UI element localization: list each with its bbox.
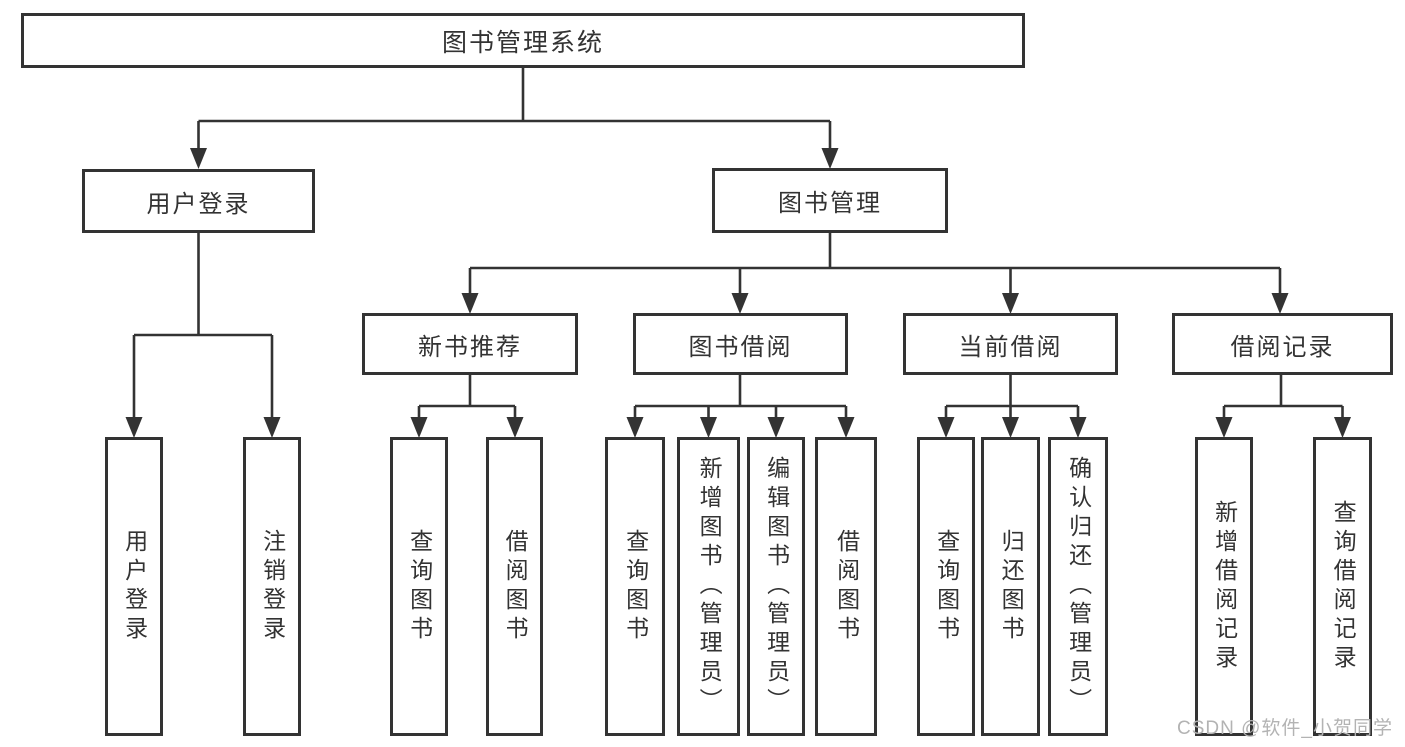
leaf-return-books-label: 归还图书 xyxy=(998,528,1025,645)
leaf-query-borrow-record: 查询借阅记录 xyxy=(1313,437,1372,736)
leaf-query-books-recommend: 查询图书 xyxy=(390,437,448,736)
leaf-add-borrow-record-label: 新增借阅记录 xyxy=(1211,499,1238,674)
node-book-management-label: 图书管理 xyxy=(778,190,882,217)
arrowheads xyxy=(125,148,1351,438)
node-current-borrow: 当前借阅 xyxy=(903,313,1118,375)
leaf-query-books-recommend-label: 查询图书 xyxy=(406,528,433,645)
leaf-return-books: 归还图书 xyxy=(981,437,1040,736)
node-book-borrow-label: 图书借阅 xyxy=(688,333,793,361)
node-new-book-recommend: 新书推荐 xyxy=(362,313,578,375)
leaf-edit-books-admin-label: 编辑图书（管理员） xyxy=(763,456,790,717)
node-book-management: 图书管理 xyxy=(712,168,948,233)
leaf-logout-label: 注销登录 xyxy=(259,528,286,645)
node-user-login: 用户登录 xyxy=(82,169,315,233)
leaf-query-books-current-label: 查询图书 xyxy=(933,528,960,645)
leaf-confirm-return-admin: 确认归还（管理员） xyxy=(1048,437,1108,736)
leaf-user-login: 用户登录 xyxy=(105,437,163,736)
leaf-add-books-admin: 新增图书（管理员） xyxy=(677,437,740,736)
node-user-login-label: 用户登录 xyxy=(146,190,251,218)
leaf-user-login-label: 用户登录 xyxy=(121,528,148,645)
node-root: 图书管理系统 xyxy=(21,13,1025,68)
leaf-query-books-borrow: 查询图书 xyxy=(605,437,665,736)
node-root-label: 图书管理系统 xyxy=(441,28,604,57)
leaf-add-books-admin-label: 新增图书（管理员） xyxy=(696,456,723,717)
tree-edges xyxy=(134,68,1343,408)
leaf-confirm-return-admin-label: 确认归还（管理员） xyxy=(1065,456,1092,717)
leaf-query-books-borrow-label: 查询图书 xyxy=(622,528,649,645)
node-new-book-recommend-label: 新书推荐 xyxy=(418,333,522,361)
leaf-borrow-books-recommend: 借阅图书 xyxy=(486,437,543,736)
leaf-query-books-current: 查询图书 xyxy=(917,437,975,736)
node-borrow-records: 借阅记录 xyxy=(1172,313,1393,375)
arrow-shafts xyxy=(132,121,1344,422)
leaf-logout: 注销登录 xyxy=(243,437,301,736)
node-book-borrow: 图书借阅 xyxy=(633,313,848,375)
leaf-borrow-books-recommend-label: 借阅图书 xyxy=(502,528,529,645)
leaf-borrow-books: 借阅图书 xyxy=(815,437,877,736)
leaf-borrow-books-label: 借阅图书 xyxy=(833,528,860,645)
leaf-edit-books-admin: 编辑图书（管理员） xyxy=(747,437,805,736)
node-current-borrow-label: 当前借阅 xyxy=(958,333,1063,361)
leaf-query-borrow-record-label: 查询借阅记录 xyxy=(1330,499,1357,674)
node-borrow-records-label: 借阅记录 xyxy=(1230,333,1335,361)
leaf-add-borrow-record: 新增借阅记录 xyxy=(1195,437,1253,736)
watermark: CSDN @软件_小贺同学 xyxy=(1177,718,1393,739)
